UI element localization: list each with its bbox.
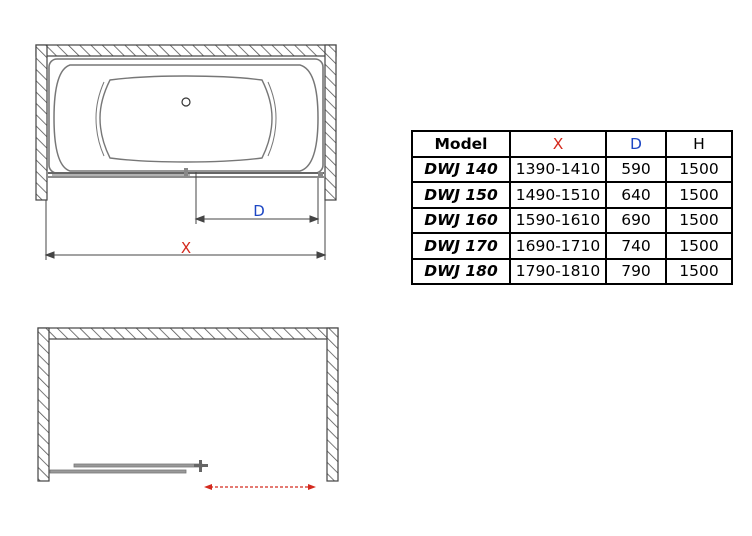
wall-frame-bottom <box>37 327 339 482</box>
cell-x: 1690-1710 <box>509 232 607 260</box>
cell-d: 640 <box>605 181 667 209</box>
model-dimensions-table: Model X D H DWJ 140 1390-1410 590 1500 D… <box>411 130 733 285</box>
cell-model: DWJ 180 <box>411 257 511 285</box>
cell-model: DWJ 150 <box>411 181 511 209</box>
cell-d: 690 <box>605 206 667 234</box>
cell-h: 1500 <box>665 232 733 260</box>
dimension-x <box>44 200 327 260</box>
cell-h: 1500 <box>665 155 733 183</box>
dimension-d <box>194 172 320 224</box>
cell-x: 1490-1510 <box>509 181 607 209</box>
dimension-d-label: D <box>253 202 265 220</box>
slide-direction-arrow <box>204 484 316 490</box>
table-row: DWJ 150 1490-1510 640 1500 <box>411 181 733 209</box>
cell-model: DWJ 140 <box>411 155 511 183</box>
cell-d: 740 <box>605 232 667 260</box>
cell-model: DWJ 160 <box>411 206 511 234</box>
screen-rails <box>48 168 324 178</box>
header-h: H <box>665 130 733 158</box>
sliding-panels <box>49 460 208 474</box>
header-model: Model <box>411 130 511 158</box>
table-row: DWJ 160 1590-1610 690 1500 <box>411 206 733 234</box>
cell-x: 1790-1810 <box>509 257 607 285</box>
table-row: DWJ 140 1390-1410 590 1500 <box>411 155 733 183</box>
dimension-x-label: X <box>181 239 191 257</box>
drain-icon <box>181 97 191 107</box>
sliding-door-diagram <box>37 327 339 490</box>
cell-h: 1500 <box>665 257 733 285</box>
table-row: DWJ 170 1690-1710 740 1500 <box>411 232 733 260</box>
cell-h: 1500 <box>665 206 733 234</box>
cell-d: 790 <box>605 257 667 285</box>
table-row: DWJ 180 1790-1810 790 1500 <box>411 257 733 285</box>
cell-d: 590 <box>605 155 667 183</box>
header-x: X <box>509 130 607 158</box>
top-view-diagram: D X <box>35 44 337 260</box>
header-d: D <box>605 130 667 158</box>
cell-x: 1390-1410 <box>509 155 607 183</box>
wall-frame <box>35 44 337 201</box>
table-header-row: Model X D H <box>411 130 733 158</box>
cell-x: 1590-1610 <box>509 206 607 234</box>
cell-h: 1500 <box>665 181 733 209</box>
cell-model: DWJ 170 <box>411 232 511 260</box>
bathtub-outline <box>48 58 324 174</box>
